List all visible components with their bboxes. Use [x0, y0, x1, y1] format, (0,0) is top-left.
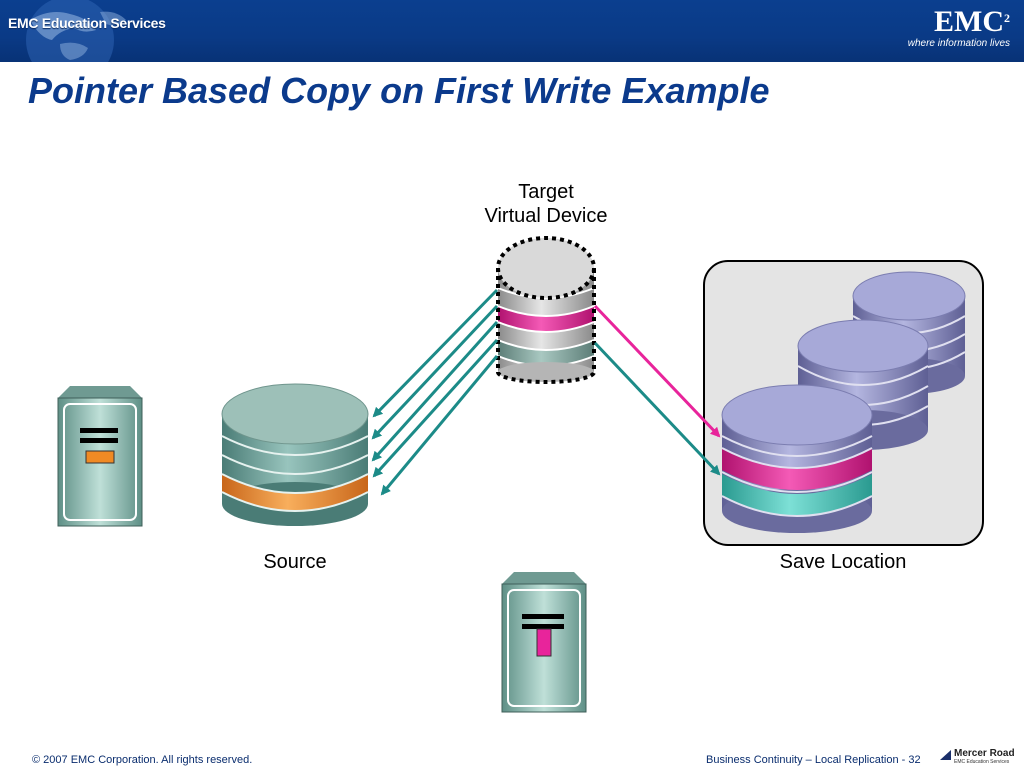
copyright-text: © 2007 EMC Corporation. All rights reser… — [32, 754, 253, 766]
emc-word: EMC — [934, 5, 1004, 38]
mercer-road-subtext: EMC Education Services — [954, 759, 1010, 765]
page-number: - 32 — [901, 754, 921, 766]
server-icon — [57, 386, 143, 527]
server-icon — [501, 572, 587, 713]
arrow-icon — [372, 338, 499, 478]
target-label: Target Virtual Device — [466, 180, 626, 228]
arrow-icon — [372, 288, 499, 418]
target-virtual-device — [496, 236, 596, 384]
arrow-icon — [371, 304, 499, 440]
arrow-icon — [593, 341, 721, 476]
mercer-road-text: Mercer Road — [954, 748, 1015, 759]
emc-superscript: 2 — [1004, 11, 1010, 25]
emc-tagline: where information lives — [907, 38, 1010, 49]
mercer-road-logo: Mercer Road EMC Education Services — [940, 748, 1020, 766]
target-label-line1: Target — [518, 181, 574, 203]
source-label: Source — [263, 551, 327, 573]
arrow-icon — [371, 320, 499, 462]
globe-icon — [26, 0, 126, 62]
arrow-icon — [593, 304, 721, 438]
pointer-arrows-to-source — [371, 288, 499, 496]
mercer-road-mark — [940, 750, 951, 760]
save-location-disk — [721, 384, 873, 533]
save-location-label: Save Location — [779, 551, 907, 573]
course-title: Business Continuity – Local Replication — [706, 754, 899, 766]
target-label-line2: Virtual Device — [484, 205, 608, 227]
footer-course: Business Continuity – Local Replication … — [706, 754, 921, 766]
arrow-icon — [380, 355, 499, 496]
education-services-logo: EMC Education Services — [8, 15, 166, 31]
source-disk — [221, 383, 369, 526]
header-bar: EMC Education Services EMC2 where inform… — [0, 0, 1024, 62]
slide-title: Pointer Based Copy on First Write Exampl… — [28, 70, 770, 111]
emc-logo: EMC2 where information lives — [908, 6, 1010, 50]
